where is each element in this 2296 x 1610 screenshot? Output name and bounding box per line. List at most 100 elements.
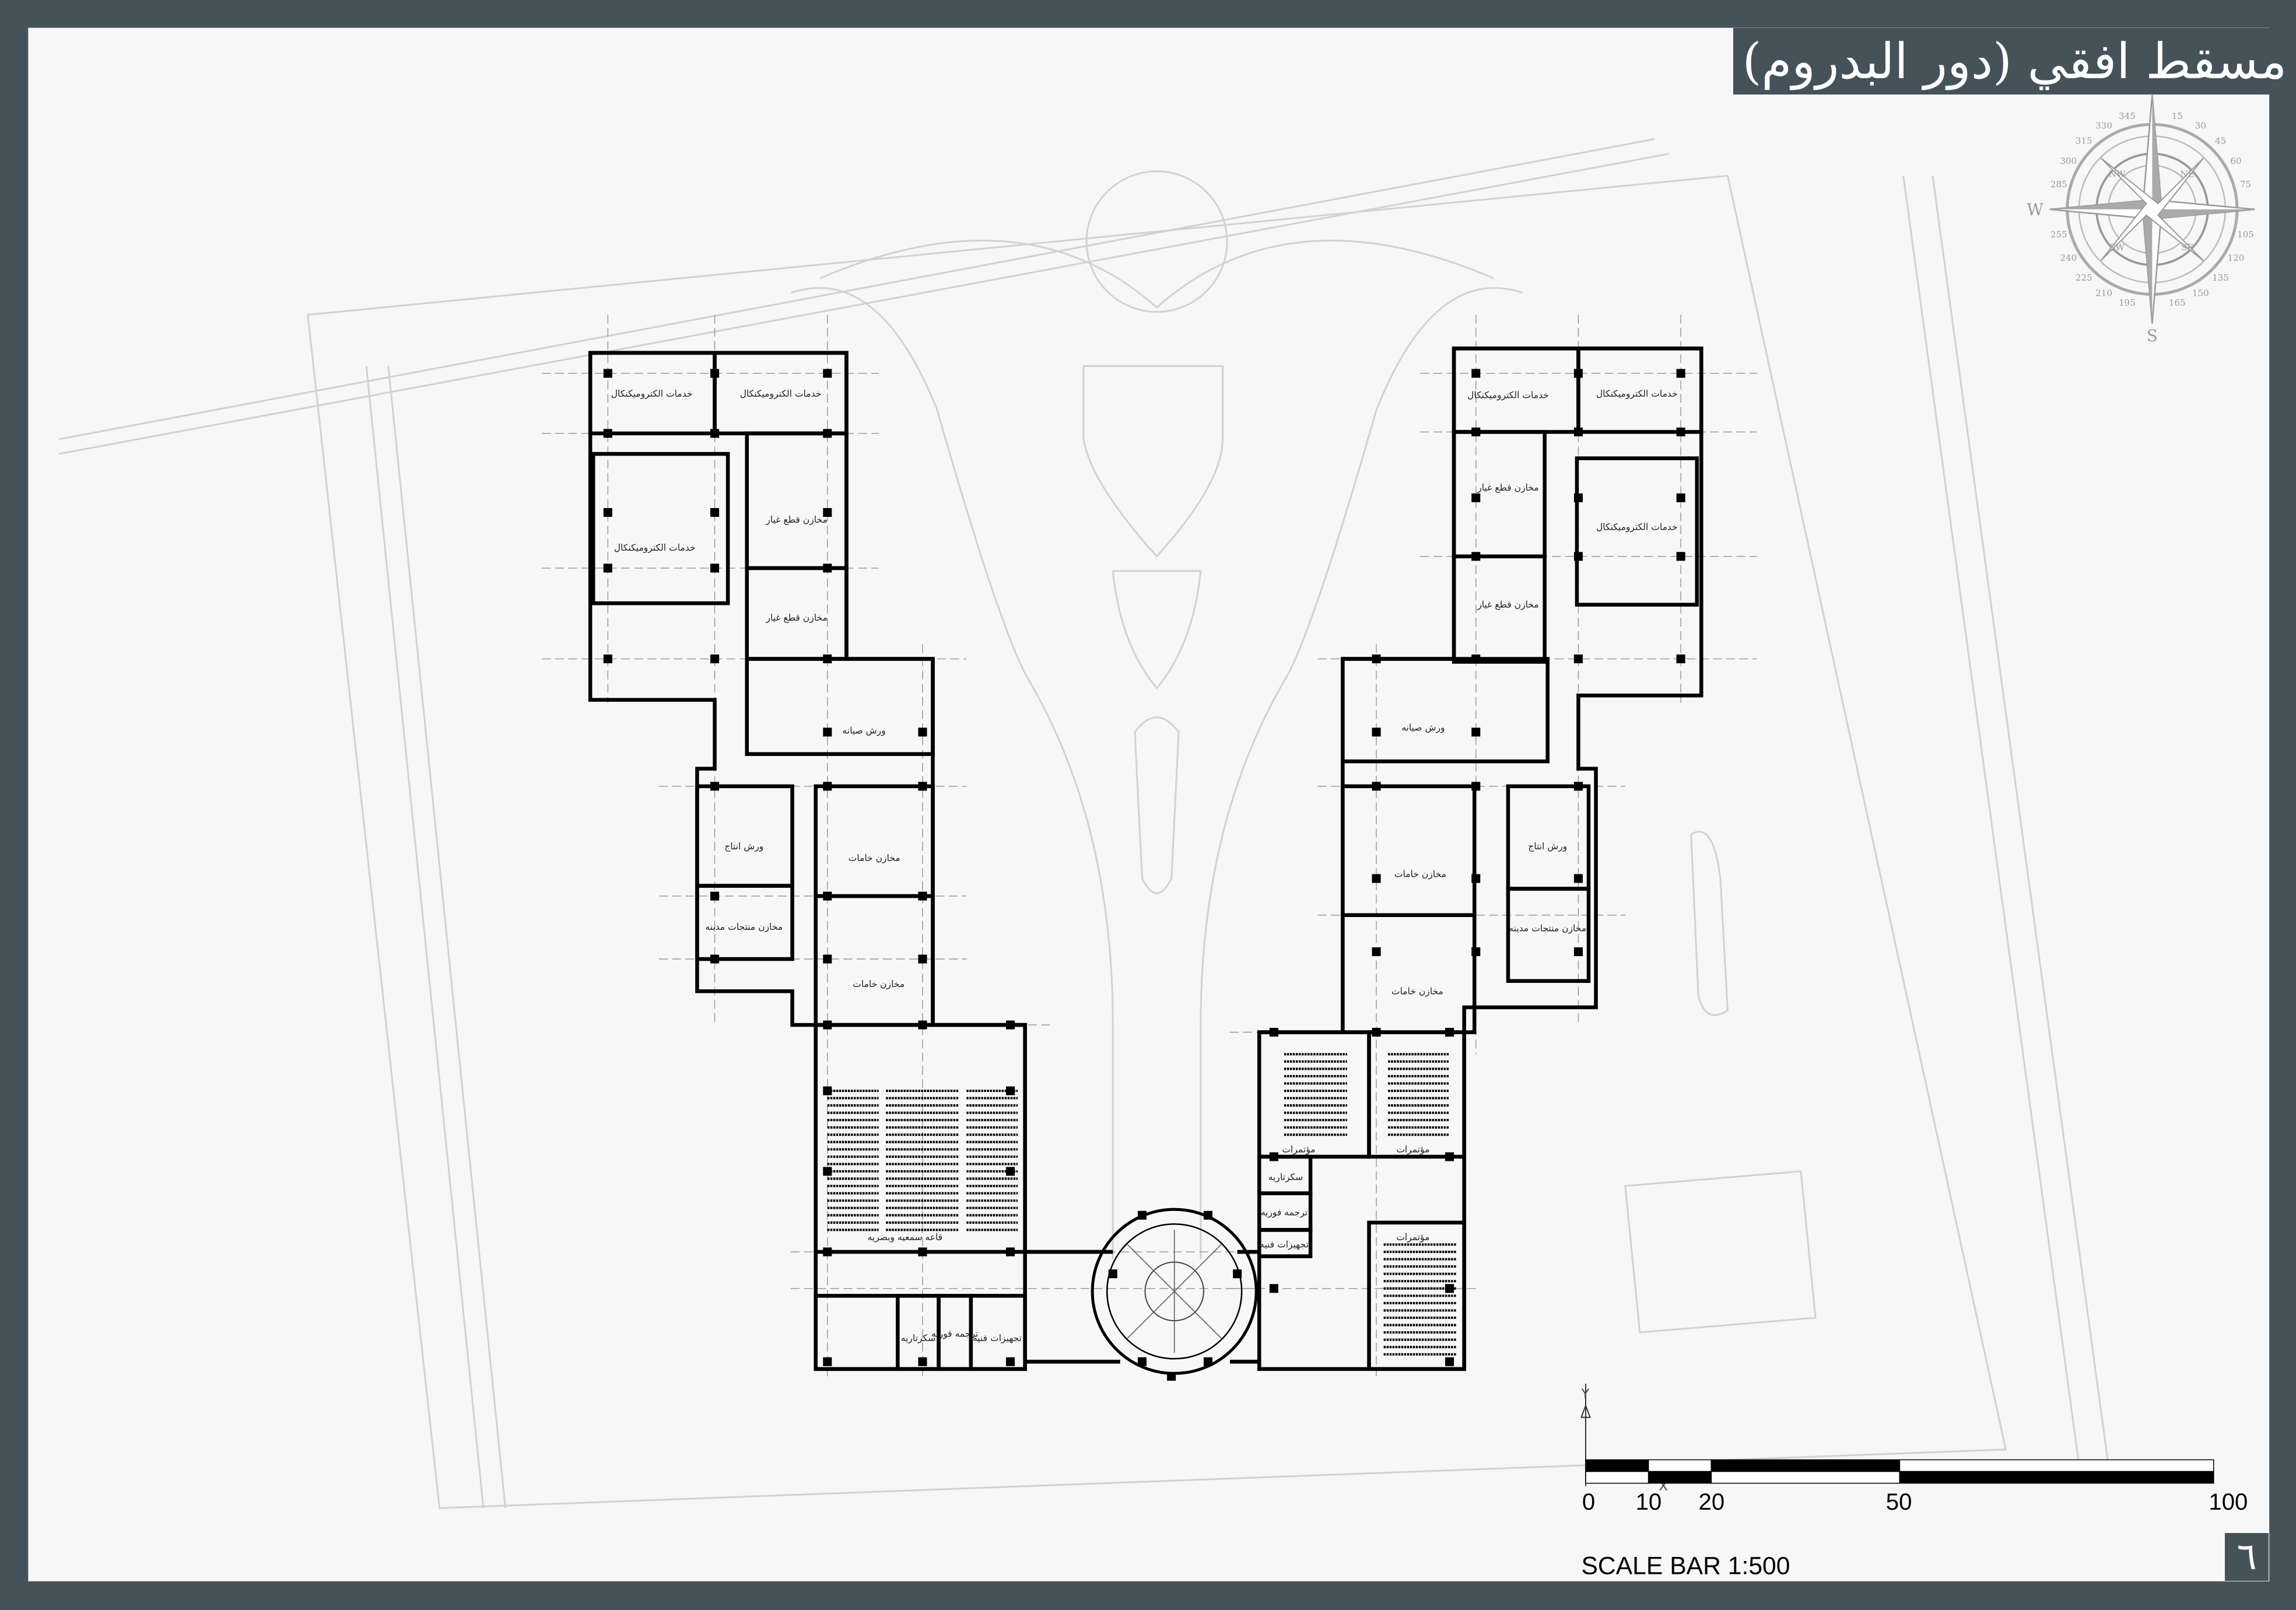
- column: [1471, 369, 1481, 378]
- scale-bar-label: SCALE BAR 1:500: [1581, 1552, 1790, 1580]
- compass-degree-label: 315: [2076, 136, 2092, 146]
- column: [1137, 1210, 1147, 1220]
- column: [1573, 654, 1583, 664]
- column: [1573, 427, 1583, 436]
- page-number: ٦: [2225, 1533, 2269, 1581]
- column: [1573, 369, 1583, 378]
- compass-degree-label: 75: [2240, 179, 2251, 190]
- scale-bar: Y X 0 10 20 50 100 SCALE BAR 1:500: [1580, 1383, 2248, 1580]
- column: [710, 654, 720, 664]
- column: [823, 369, 832, 378]
- page-title: مسقط افقي (دور البدروم): [1733, 28, 2296, 94]
- room-label: سكرتاريه: [901, 1333, 935, 1344]
- column: [918, 1020, 927, 1030]
- column: [1573, 493, 1583, 502]
- scale-segment: [1899, 1459, 2214, 1472]
- room-label: مخازن قطع غيار: [765, 514, 827, 526]
- room-label: خدمات الكتروميكنكال: [740, 388, 822, 400]
- room-label: مخازن خامات: [1394, 869, 1446, 880]
- column: [1006, 1357, 1015, 1366]
- compass-degree-label: 105: [2237, 229, 2254, 240]
- column: [1167, 1371, 1176, 1381]
- right-wing-labels: خدمات الكتروميكنكال خدمات الكتروميكنكال …: [1260, 388, 1678, 1250]
- room-label: خدمات الكتروميكنكال: [1596, 522, 1678, 533]
- column: [823, 654, 832, 664]
- column: [1445, 1152, 1454, 1161]
- compass-degree-label: 240: [2060, 253, 2077, 263]
- room-label: قاعه سمعيه وبصريه: [867, 1232, 942, 1243]
- sheet-paper: [28, 27, 2270, 1581]
- room-label: خدمات الكتروميكنكال: [611, 388, 693, 400]
- column: [710, 429, 720, 438]
- room-label: خدمات الكتروميكنكال: [1596, 388, 1678, 400]
- column: [1471, 947, 1481, 957]
- room-label: ترجمه فوريه: [1261, 1207, 1308, 1218]
- column: [1445, 1357, 1454, 1366]
- compass-south-label: S: [2147, 326, 2158, 345]
- auditorium-seating: [827, 1053, 1457, 1356]
- column: [603, 429, 612, 438]
- column: [1676, 427, 1685, 436]
- scale-tick-10: 10: [1636, 1489, 1662, 1515]
- room-label: مؤتمرات: [1282, 1144, 1315, 1155]
- room-label: مخازن قطع غيار: [765, 612, 827, 624]
- column: [1006, 1167, 1015, 1176]
- compass-degree-label: 255: [2050, 229, 2067, 240]
- room-label: تجهيزات فنيه: [973, 1333, 1022, 1344]
- scale-tick-20: 20: [1699, 1489, 1725, 1515]
- room-label: مخازن منتجات مدينه: [705, 922, 783, 933]
- ucs-y-label: Y: [1580, 1387, 1589, 1402]
- column: [1269, 1284, 1278, 1293]
- column: [1676, 552, 1685, 561]
- column: [1573, 552, 1583, 561]
- column: [1372, 947, 1381, 957]
- column: [1573, 947, 1583, 957]
- room-label: مخازن قطع غيار: [1477, 600, 1538, 611]
- column: [823, 1167, 832, 1176]
- compass-degree-label: 165: [2169, 298, 2186, 308]
- room-label: مخازن منتجات مدينه: [1509, 923, 1586, 934]
- column: [1471, 727, 1481, 737]
- column: [823, 891, 832, 901]
- room-label: سكرتاريه: [1268, 1172, 1303, 1183]
- column: [710, 564, 720, 573]
- scale-segment: [1585, 1459, 1649, 1472]
- column: [1471, 874, 1481, 883]
- right-wing: [1230, 346, 1703, 1371]
- column: [1676, 493, 1685, 502]
- column: [1573, 782, 1583, 791]
- column: [823, 1357, 832, 1366]
- column: [823, 564, 832, 573]
- room-label: مخازن قطع غيار: [1477, 482, 1538, 494]
- column: [1203, 1210, 1212, 1220]
- compass-se-label: SE: [2181, 242, 2193, 253]
- column: [710, 891, 720, 901]
- scale-tick-0: 0: [1582, 1489, 1595, 1515]
- column: [1269, 1028, 1278, 1037]
- column: [823, 782, 832, 791]
- column: [1372, 874, 1381, 883]
- compass-west-label: W: [2027, 200, 2043, 219]
- structural-columns: [603, 369, 1685, 1381]
- scale-segment: [1899, 1471, 2214, 1484]
- room-label: خدمات الكتروميكنكال: [614, 542, 696, 554]
- column: [1445, 1028, 1454, 1037]
- column: [1471, 552, 1481, 561]
- room-label: ورش انتاج: [1528, 841, 1567, 852]
- column: [603, 508, 612, 517]
- compass-degree-label: 15: [2172, 111, 2183, 121]
- column: [823, 429, 832, 438]
- scale-segment: [1647, 1459, 1712, 1472]
- compass-degree-label: 195: [2119, 298, 2136, 308]
- column: [823, 1020, 832, 1030]
- compass-degree-label: 300: [2060, 156, 2077, 166]
- column: [1445, 1284, 1454, 1293]
- room-label: ورش انتاج: [724, 841, 763, 852]
- compass-degree-label: 135: [2212, 272, 2229, 283]
- column: [1372, 654, 1381, 664]
- compass-degree-label: 60: [2230, 156, 2241, 166]
- room-label: مؤتمرات: [1396, 1232, 1429, 1243]
- compass-degree-label: 285: [2050, 179, 2067, 190]
- room-label: ورش صيانه: [842, 726, 885, 737]
- scale-segment: [1710, 1459, 1901, 1472]
